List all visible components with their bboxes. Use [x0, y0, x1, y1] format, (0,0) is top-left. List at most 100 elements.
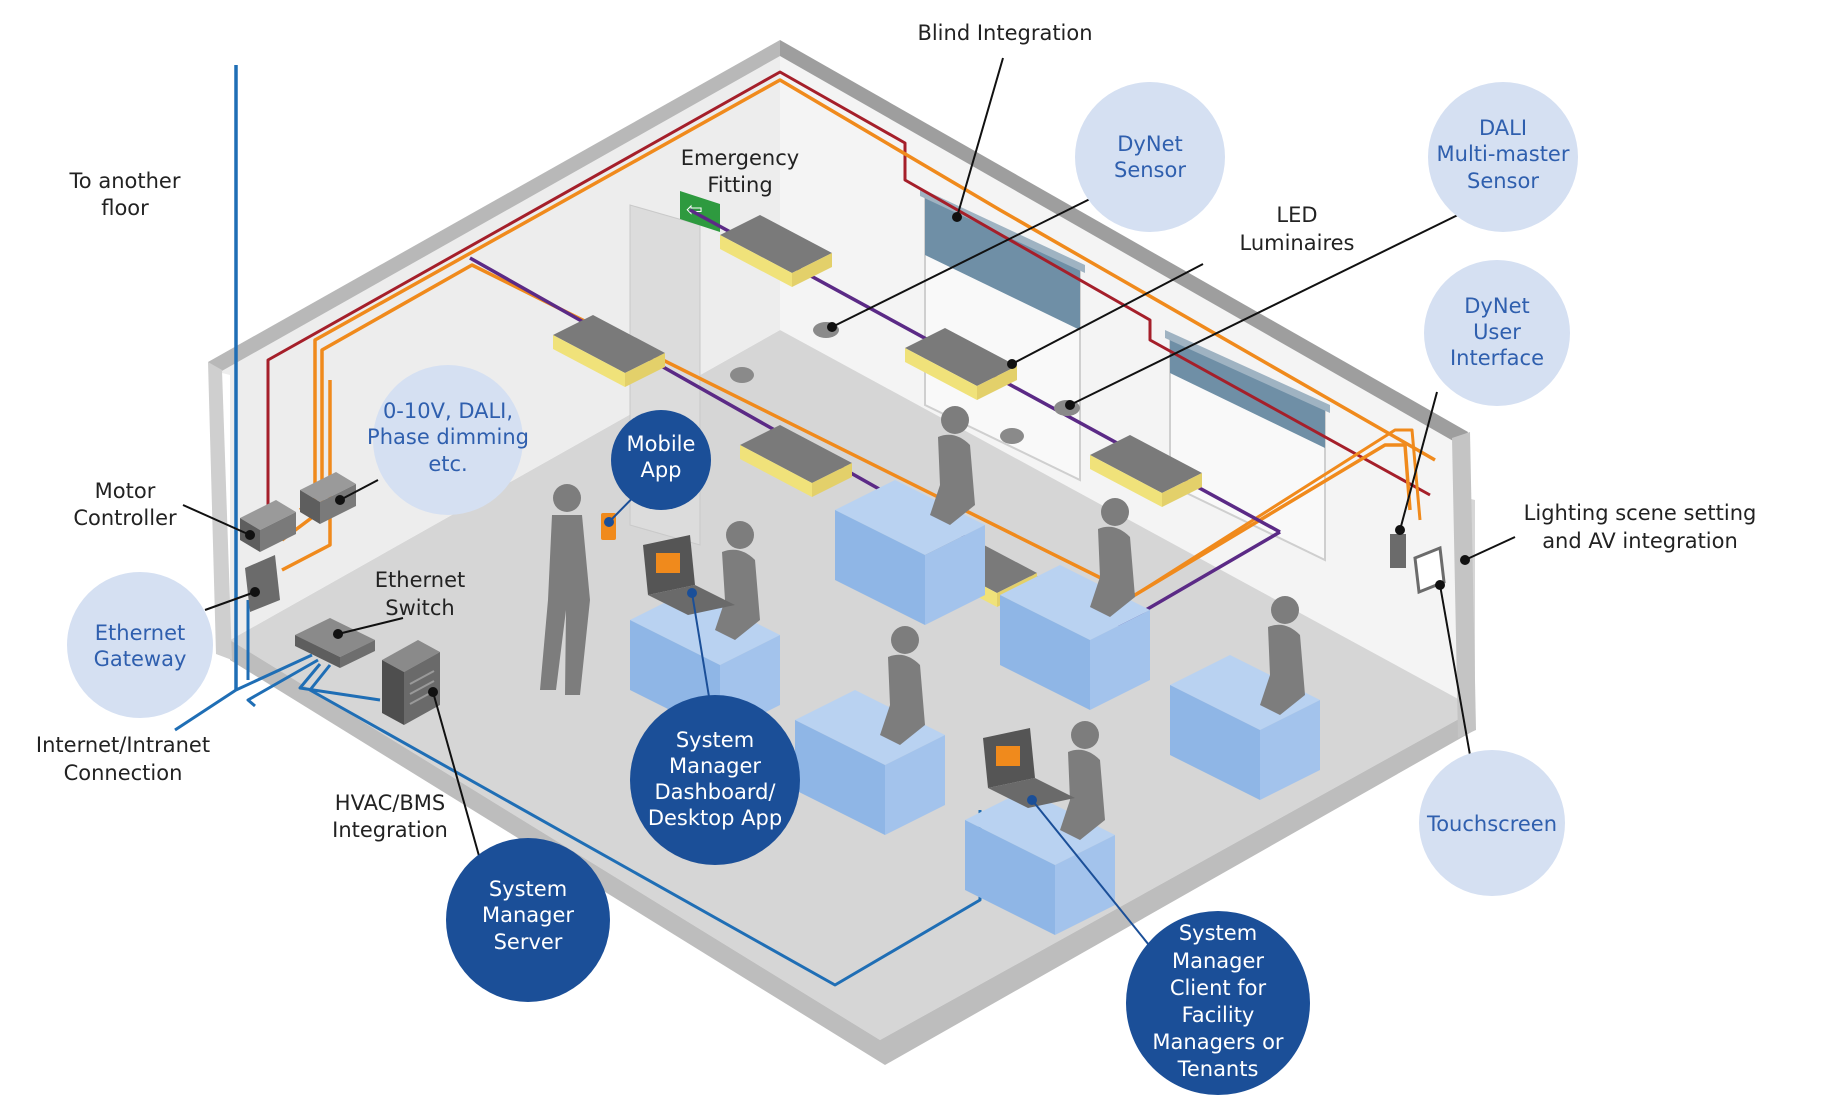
dark-callouts: Mobile App System Manager Dashboard/ Des… — [446, 410, 1310, 1095]
sm-client-line2: Manager — [1172, 949, 1264, 973]
label-led-line1: LED — [1276, 203, 1317, 227]
sm-server-circle — [446, 838, 610, 1002]
desk-4 — [1000, 565, 1150, 710]
person-seated-1 — [715, 521, 760, 640]
right-wall-edge — [1452, 432, 1476, 738]
sm-client-circle — [1126, 911, 1310, 1095]
leader-motor — [182, 504, 251, 536]
dynet-sensor-line2: Sensor — [1114, 158, 1186, 182]
leader-led — [1011, 263, 1204, 365]
blind-1-rail — [920, 188, 1085, 273]
laptop-2 — [983, 728, 1075, 808]
back-wall-top — [780, 40, 1468, 446]
mobile-app-line2: App — [640, 458, 681, 482]
room: ⇦ — [208, 40, 1476, 1065]
leader-client — [1031, 799, 1154, 951]
dynet-ui-line1: DyNet — [1464, 294, 1529, 318]
desks-and-people — [540, 406, 1320, 935]
sm-dashboard-line1: System — [676, 728, 754, 752]
label-another-floor-line2: floor — [101, 196, 149, 220]
sm-server-line1: System — [489, 877, 567, 901]
wire-orange-ui — [1134, 428, 1422, 597]
leader-blind — [956, 57, 1004, 218]
person-seated-3 — [880, 626, 925, 745]
label-emergency-line2: Fitting — [707, 173, 772, 197]
ethernet-gateway-line1: Ethernet — [95, 621, 185, 645]
label-led-line2: Luminaires — [1240, 231, 1355, 255]
luminaire-4 — [740, 425, 852, 497]
person-seated-5 — [1060, 721, 1105, 840]
sm-server-line3: Server — [494, 930, 563, 954]
desk-5 — [965, 790, 1115, 935]
blind-1 — [925, 195, 1080, 330]
wire-blue-laptop — [298, 663, 381, 702]
wire-blue-hvac — [246, 658, 319, 708]
label-emergency-line1: Emergency — [681, 146, 799, 170]
label-another-floor-line1: To another — [69, 169, 181, 193]
wire-orange-3 — [281, 380, 332, 572]
luminaire-5 — [1090, 435, 1202, 507]
wire-blue-internet — [174, 653, 313, 732]
sm-client-line4: Facility — [1182, 1003, 1255, 1027]
person-seated-2 — [930, 406, 975, 525]
luminaire-1 — [720, 215, 832, 287]
floor-shadow — [230, 640, 1475, 1065]
person-seated-6 — [1260, 596, 1305, 715]
leader-dots — [245, 212, 1470, 805]
dimming-line2: Phase dimming — [367, 425, 529, 449]
left-wall-edge — [208, 362, 232, 660]
leader-dynet-ui — [1399, 391, 1438, 531]
light-callouts: DyNet Sensor DALI Multi-master Sensor Dy… — [67, 82, 1578, 896]
dynet-sensor-line1: DyNet — [1117, 132, 1182, 156]
touchscreen-circle — [1419, 750, 1565, 896]
sm-dashboard-circle — [630, 695, 800, 865]
dali-sensor-line3: Sensor — [1467, 169, 1539, 193]
leader-dimming — [339, 479, 379, 501]
dali-sensor-line2: Multi-master — [1437, 142, 1570, 166]
sensor-4 — [1000, 428, 1024, 444]
label-ethernet-switch-line1: Ethernet — [375, 568, 465, 592]
luminaire-2 — [553, 315, 665, 387]
leader-gateway — [204, 591, 256, 611]
sm-dashboard-line4: Desktop App — [648, 806, 782, 830]
mobile-app-line1: Mobile — [627, 432, 696, 456]
leader-switch — [337, 617, 404, 635]
left-wall-top — [208, 40, 780, 372]
ethernet-gateway-circle — [67, 572, 213, 718]
mobile-app-circle — [611, 410, 711, 510]
sm-client-line5: Managers or — [1152, 1030, 1284, 1054]
sm-client-line3: Client for — [1170, 976, 1267, 1000]
leader-lines — [182, 57, 1516, 951]
leader-dynet-sensor — [831, 194, 1099, 328]
desk-3 — [795, 690, 945, 835]
dali-sensor-line1: DALI — [1479, 116, 1527, 140]
leader-dashboard — [691, 592, 713, 716]
sm-server-line2: Manager — [482, 903, 574, 927]
label-internet-line2: Connection — [64, 761, 183, 785]
dynet-ui-circle — [1424, 260, 1570, 406]
ethernet-gateway-line2: Gateway — [94, 647, 187, 671]
desk-2 — [835, 480, 985, 625]
label-scene-line1: Lighting scene setting — [1524, 501, 1757, 525]
sm-client-line6: Tenants — [1177, 1057, 1259, 1081]
server-tower — [382, 640, 440, 725]
dimming-circle — [373, 365, 523, 515]
label-hvac-line1: HVAC/BMS — [335, 791, 445, 815]
label-hvac-line2: Integration — [332, 818, 448, 842]
dynet-sensor-circle — [1075, 82, 1225, 232]
sm-dashboard-line2: Manager — [669, 754, 761, 778]
touchscreen-line1: Touchscreen — [1426, 812, 1557, 836]
dimming-line3: etc. — [428, 452, 467, 476]
blind-2 — [1170, 335, 1325, 448]
person-standing — [540, 484, 590, 695]
label-internet-line1: Internet/Intranet — [36, 733, 210, 757]
dimming-line1: 0-10V, DALI, — [383, 399, 513, 423]
luminaire-3 — [905, 328, 1017, 400]
dynet-user-interface-panel — [1390, 534, 1406, 568]
person-seated-4 — [1090, 498, 1135, 617]
dali-sensor-circle — [1428, 82, 1578, 232]
dynet-ui-line2: User — [1473, 320, 1521, 344]
wire-red-blinds — [266, 70, 1431, 520]
